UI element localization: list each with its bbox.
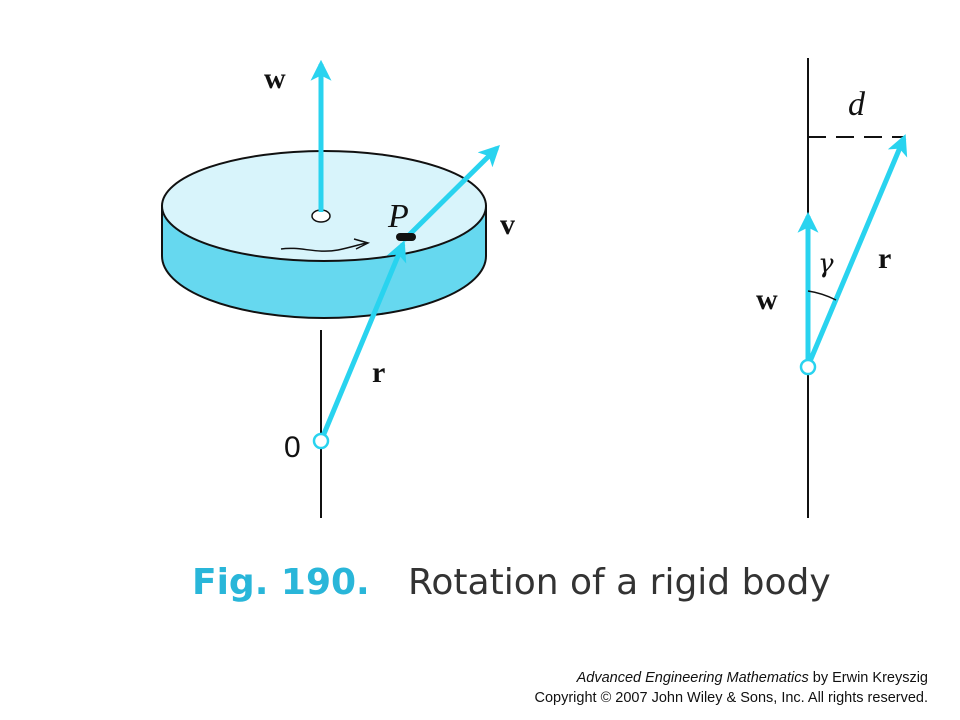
r-vector-arrow <box>318 240 407 442</box>
p-label: P <box>387 198 409 235</box>
origin-label: 0 <box>284 431 301 464</box>
rotation-direction-arrowhead <box>353 238 371 250</box>
right-diagram: d γ r w <box>756 58 908 518</box>
credit-line-copyright: Copyright © 2007 John Wiley & Sons, Inc.… <box>534 690 928 706</box>
v-label: v <box>500 208 515 241</box>
w-label-left: w <box>264 62 286 95</box>
figure-caption: Fig. 190. Rotation of a rigid body <box>192 562 831 603</box>
point-p-marker <box>396 233 416 241</box>
r-label-left: r <box>372 356 385 389</box>
r-label-right: r <box>878 242 891 275</box>
r-vector-arrow-right <box>805 134 908 367</box>
credit-author: by Erwin Kreyszig <box>808 670 928 686</box>
w-label-right: w <box>756 283 778 316</box>
credit-book-title: Advanced Engineering Mathematics <box>576 670 809 686</box>
gamma-angle-arc <box>807 290 837 301</box>
gamma-label: γ <box>818 249 834 279</box>
d-label: d <box>848 86 866 123</box>
right-origin-point <box>799 358 817 376</box>
credit-line-book: Advanced Engineering Mathematics by Erwi… <box>368 668 928 688</box>
rotation-direction-arrow <box>280 242 367 252</box>
left-diagram: w P v r 0 <box>161 59 515 518</box>
v-vector-arrow <box>402 145 500 242</box>
origin-point <box>312 432 330 450</box>
caption-text: Rotation of a rigid body <box>408 562 831 603</box>
caption-fig-number: Fig. 190. <box>192 562 370 603</box>
